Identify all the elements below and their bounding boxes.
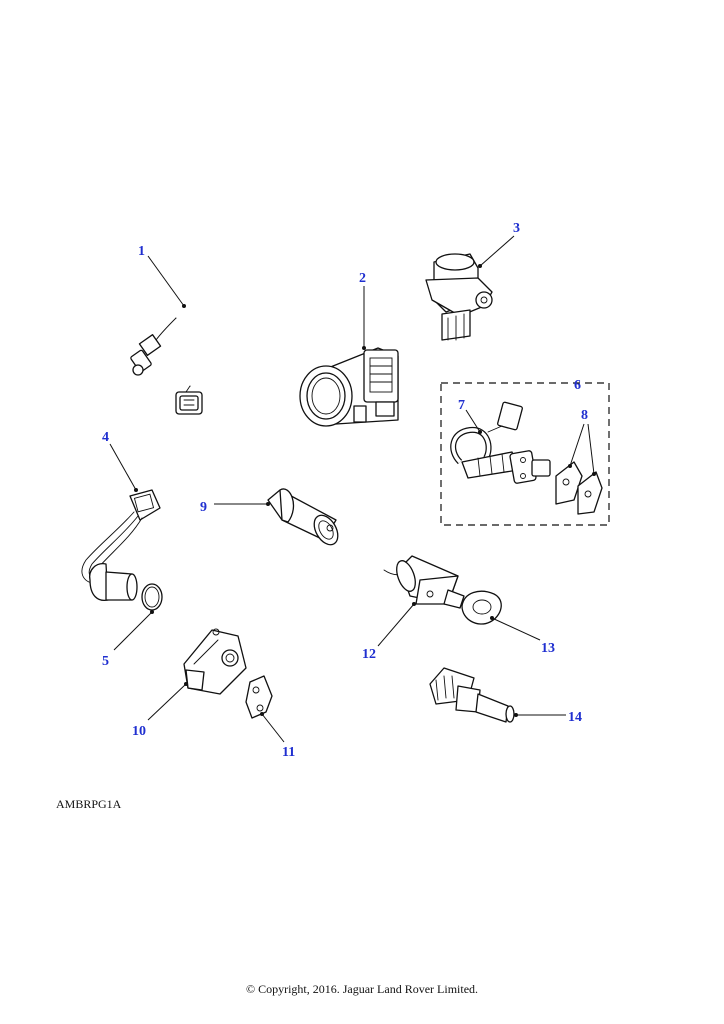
callout-4: 4 bbox=[102, 430, 109, 445]
figure-code: AMBRPG1A bbox=[56, 797, 122, 811]
part-7-sensor-harness bbox=[450, 401, 551, 484]
part-13-gasket bbox=[461, 590, 502, 625]
part-11-gasket-plate bbox=[245, 675, 273, 719]
callout-5: 5 bbox=[102, 654, 109, 669]
part-3-control-unit bbox=[425, 253, 493, 341]
part-5-sensor-body-oring bbox=[89, 563, 163, 611]
part-10-position-sensor bbox=[183, 628, 247, 695]
part-1-sensor-harness bbox=[130, 300, 216, 415]
part-9-pressure-switch bbox=[267, 488, 339, 546]
copyright-notice: © Copyright, 2016. Jaguar Land Rover Lim… bbox=[245, 982, 479, 996]
part-14-temperature-sensor bbox=[429, 667, 515, 723]
callout-12: 12 bbox=[362, 647, 376, 662]
callout-11: 11 bbox=[282, 745, 295, 760]
part-2-throttle-body bbox=[299, 347, 399, 427]
callout-6: 6 bbox=[574, 378, 581, 393]
part-8-clips bbox=[555, 461, 603, 515]
callout-14: 14 bbox=[568, 710, 582, 725]
part-6-group-box bbox=[440, 382, 610, 526]
callout-10: 10 bbox=[132, 724, 146, 739]
callout-13: 13 bbox=[541, 641, 555, 656]
leader-lines bbox=[109, 235, 596, 743]
callout-labels: 1 2 3 4 5 6 7 8 9 10 11 12 13 14 bbox=[102, 221, 588, 760]
callout-9: 9 bbox=[200, 500, 207, 515]
callout-3: 3 bbox=[513, 221, 520, 236]
part-12-idle-valve bbox=[383, 555, 465, 609]
callout-7: 7 bbox=[458, 398, 465, 413]
callout-2: 2 bbox=[359, 271, 366, 286]
callout-8: 8 bbox=[581, 408, 588, 423]
callout-1: 1 bbox=[138, 244, 145, 259]
